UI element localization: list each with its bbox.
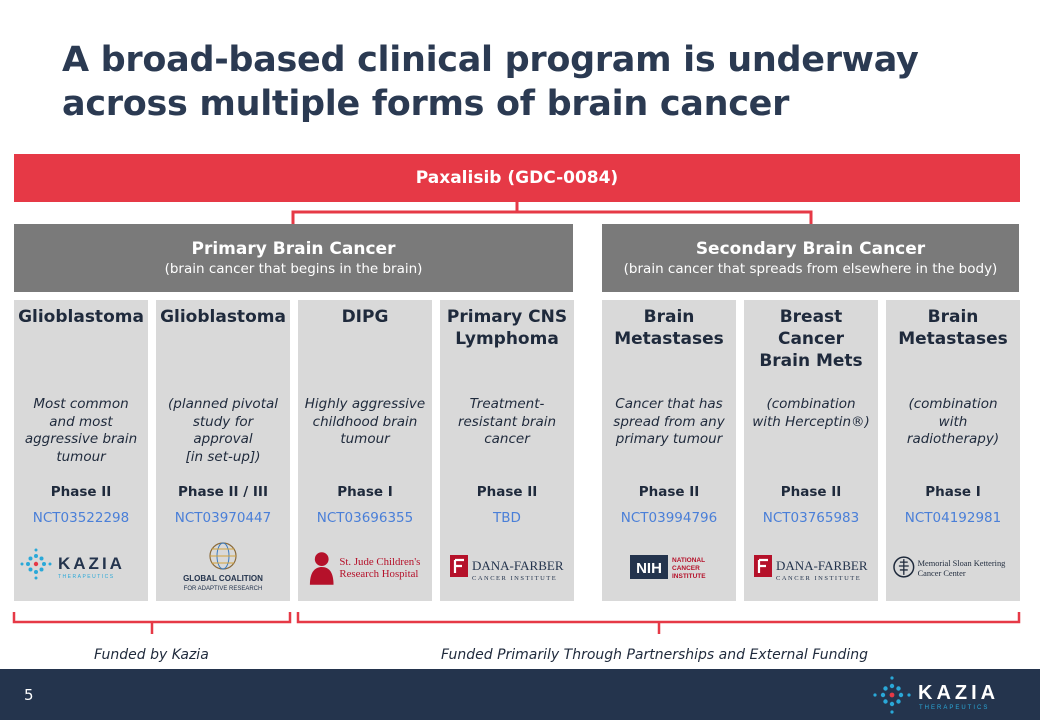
category-title: Secondary Brain Cancer bbox=[695, 238, 926, 259]
logo-subtext: THERAPEUTICS bbox=[58, 574, 115, 580]
logo-text: DANA-FARBER bbox=[472, 558, 564, 573]
logo-text: NIH bbox=[636, 560, 662, 577]
logo-text: Memorial Sloan Kettering bbox=[918, 559, 1007, 568]
trial-phase: Phase II bbox=[780, 484, 842, 500]
trial-phase: Phase II bbox=[638, 484, 700, 500]
indication-name: Brain Metastases bbox=[898, 307, 1008, 349]
logo-subtext: Cancer Center bbox=[918, 569, 966, 578]
indication-name: Glioblastoma bbox=[160, 307, 286, 327]
funding-label-partners: Funded Primarily Through Partnerships an… bbox=[441, 647, 869, 663]
kazia-logo: KAZIA THERAPEUTICS bbox=[20, 540, 142, 594]
indication-description: (combination with Herceptin®) bbox=[752, 396, 870, 430]
gcar-logo: GLOBAL COALITION FOR ADAPTIVE RESEARCH bbox=[162, 540, 284, 594]
svg-text:NATIONAL: NATIONAL bbox=[672, 557, 705, 564]
logo-subtext: CANCER INSTITUTE bbox=[776, 575, 861, 582]
logo-text: St. Jude Children's bbox=[339, 556, 420, 568]
nct-link[interactable]: NCT03970447 bbox=[174, 510, 272, 526]
nct-link[interactable]: NCT04192981 bbox=[904, 510, 1002, 526]
globe-icon bbox=[209, 542, 237, 570]
footer-kazia-logo: KAZIA THERAPEUTICS bbox=[873, 676, 999, 714]
indication-description: Treatment- resistant brain cancer bbox=[457, 396, 557, 447]
drug-connector bbox=[291, 202, 813, 224]
trial-card: Glioblastoma (planned pivotal study for … bbox=[156, 300, 290, 601]
nih-mark-icon bbox=[630, 555, 668, 579]
nct-link[interactable]: NCT03696355 bbox=[316, 510, 414, 526]
logo-text: GLOBAL COALITION bbox=[183, 574, 263, 583]
kazia-funding-bracket bbox=[12, 612, 292, 634]
nct-link[interactable]: TBD bbox=[493, 510, 521, 526]
indication-description: (planned pivotal study for approval [in … bbox=[167, 396, 279, 465]
indication-name: Breast Cancer Brain Mets bbox=[759, 307, 863, 371]
trial-card: Primary CNS Lymphoma Treatment- resistan… bbox=[440, 300, 574, 601]
logo-text: KAZIA bbox=[58, 554, 125, 573]
mskcc-mark-icon bbox=[893, 556, 915, 578]
trial-phase: Phase II / III bbox=[178, 484, 268, 500]
trial-card: Brain Metastases Cancer that has spread … bbox=[602, 300, 736, 601]
indication-name: Primary CNS Lymphoma bbox=[446, 307, 568, 349]
kazia-dots-icon bbox=[873, 676, 911, 714]
mskcc-logo: Memorial Sloan Kettering Cancer Center bbox=[892, 540, 1014, 594]
logo-subtext: FOR ADAPTIVE RESEARCH bbox=[184, 586, 263, 592]
trial-phase: Phase II bbox=[50, 484, 112, 500]
dana-farber-logo: DANA-FARBER CANCER INSTITUTE bbox=[446, 540, 568, 594]
child-silhouette-icon bbox=[309, 552, 334, 585]
slide-title: A broad-based clinical program is underw… bbox=[62, 40, 919, 124]
dana-farber-logo: DANA-FARBER CANCER INSTITUTE bbox=[750, 540, 872, 594]
indication-description: (combination with radiotherapy) bbox=[906, 396, 1000, 447]
drug-label: Paxalisib (GDC-0084) bbox=[415, 168, 619, 188]
category-secondary: Secondary Brain Cancer (brain cancer tha… bbox=[602, 224, 1019, 292]
indication-description: Cancer that has spread from any primary … bbox=[613, 396, 725, 447]
category-subtitle: (brain cancer that begins in the brain) bbox=[164, 260, 423, 277]
indication-name: Brain Metastases bbox=[614, 307, 724, 349]
trial-phase: Phase I bbox=[925, 484, 981, 500]
trial-phase: Phase II bbox=[476, 484, 538, 500]
nct-link[interactable]: NCT03522298 bbox=[32, 510, 130, 526]
trial-card: Brain Metastases (combination with radio… bbox=[886, 300, 1020, 601]
logo-subtext: Research Hospital bbox=[339, 568, 418, 580]
st-jude-logo: St. Jude Children's Research Hospital bbox=[304, 540, 426, 594]
funding-label-kazia: Funded by Kazia bbox=[94, 647, 209, 663]
logo-subtext: CANCER INSTITUTE bbox=[472, 575, 557, 582]
logo-text: DANA-FARBER bbox=[776, 558, 868, 573]
funding-brackets bbox=[12, 612, 1021, 634]
svg-text:CANCER: CANCER bbox=[672, 565, 700, 572]
footer-bar: 5 KAZIA THERAPEUTICS bbox=[0, 669, 1040, 720]
indication-name: DIPG bbox=[341, 307, 389, 327]
partnership-funding-bracket bbox=[296, 612, 1021, 634]
trial-card: Breast Cancer Brain Mets (combination wi… bbox=[744, 300, 878, 601]
svg-text:INSTITUTE: INSTITUTE bbox=[672, 573, 706, 580]
nct-link[interactable]: NCT03765983 bbox=[762, 510, 860, 526]
drug-banner: Paxalisib (GDC-0084) bbox=[14, 154, 1020, 202]
trial-card: Glioblastoma Most common and most aggres… bbox=[14, 300, 148, 601]
kazia-dots-icon bbox=[20, 548, 52, 580]
page-number: 5 bbox=[24, 686, 34, 704]
indication-name: Glioblastoma bbox=[18, 307, 144, 327]
logo-subtext: THERAPEUTICS bbox=[919, 705, 989, 711]
category-primary: Primary Brain Cancer (brain cancer that … bbox=[14, 224, 573, 292]
category-subtitle: (brain cancer that spreads from elsewher… bbox=[623, 260, 998, 277]
trial-card: DIPG Highly aggressive childhood brain t… bbox=[298, 300, 432, 601]
indication-description: Most common and most aggressive brain tu… bbox=[24, 396, 138, 465]
nih-nci-logo: NIH NATIONAL CANCER INSTITUTE bbox=[608, 540, 730, 594]
category-title: Primary Brain Cancer bbox=[191, 238, 396, 259]
trial-phase: Phase I bbox=[337, 484, 393, 500]
nct-link[interactable]: NCT03994796 bbox=[620, 510, 718, 526]
logo-text: KAZIA bbox=[918, 682, 999, 704]
indication-description: Highly aggressive childhood brain tumour bbox=[304, 396, 426, 447]
